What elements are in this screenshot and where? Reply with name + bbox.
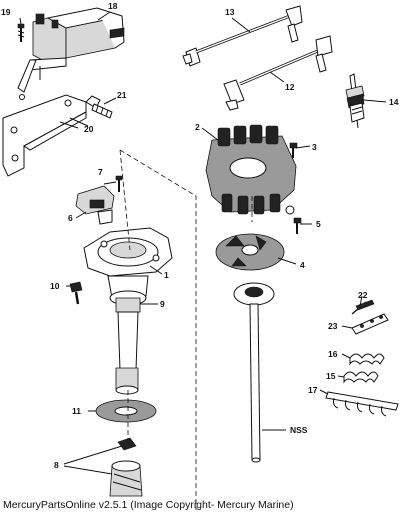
callout-5: 5 <box>316 219 321 229</box>
callout-13: 13 <box>225 7 235 17</box>
distributor-cap-part-2[interactable] <box>205 124 297 215</box>
callout-4: 4 <box>300 260 305 270</box>
spark-plug-part-14[interactable] <box>345 73 365 129</box>
callout-nss: NSS <box>290 425 308 435</box>
clip-part-15[interactable] <box>343 371 379 384</box>
mounting-bracket-part-20[interactable] <box>2 94 87 177</box>
spark-plug-wire-part-13[interactable] <box>182 5 303 67</box>
rotor-part-4[interactable] <box>215 233 285 271</box>
callout-14: 14 <box>389 97 399 107</box>
bolt-part-10[interactable] <box>69 281 83 305</box>
drive-gear-part-8[interactable] <box>109 437 143 497</box>
callout-17: 17 <box>308 385 318 395</box>
screw-part-5[interactable] <box>293 217 302 234</box>
spark-plug-wire-part-12[interactable] <box>223 35 333 111</box>
copyright-footer: MercuryPartsOnline v2.5.1 (Image Copyrig… <box>3 499 294 511</box>
callout-21: 21 <box>117 90 127 100</box>
callout-10: 10 <box>50 281 60 291</box>
callout-1: 1 <box>164 270 169 280</box>
callout-22: 22 <box>358 290 368 300</box>
callout-19: 19 <box>1 7 11 17</box>
callout-15: 15 <box>326 371 336 381</box>
screw-part-3[interactable] <box>289 142 298 158</box>
callout-18: 18 <box>108 1 118 11</box>
callout-8: 8 <box>54 460 59 470</box>
callout-7: 7 <box>98 167 103 177</box>
callout-20: 20 <box>84 124 94 134</box>
screw-part-7[interactable] <box>115 175 123 192</box>
callout-6: 6 <box>68 213 73 223</box>
leader-lines <box>19 11 387 475</box>
tool-part-22[interactable] <box>351 299 375 315</box>
washer-part-11[interactable] <box>95 399 157 423</box>
callout-11: 11 <box>72 406 81 416</box>
callout-16: 16 <box>328 349 338 359</box>
shaft-housing-part-9[interactable] <box>115 297 141 395</box>
callout-2: 2 <box>195 122 200 132</box>
pickup-module-part-6[interactable] <box>75 185 115 225</box>
clip-part-16[interactable] <box>349 353 385 366</box>
callout-labels: 18 19 21 20 13 12 14 2 3 7 6 5 4 1 10 22… <box>1 1 399 470</box>
screw-part-19[interactable] <box>17 23 25 42</box>
callout-9: 9 <box>160 299 165 309</box>
clip-part-23[interactable] <box>351 313 389 335</box>
callout-3: 3 <box>312 142 317 152</box>
ignition-coil-part-18[interactable] <box>17 7 125 100</box>
distributor-housing-part-1[interactable] <box>83 227 173 306</box>
assembly-line-housing <box>119 149 131 251</box>
assembly-line-axis <box>119 149 197 510</box>
wire-retainer-part-17[interactable] <box>325 391 399 417</box>
callout-12: 12 <box>285 82 295 92</box>
callout-23: 23 <box>328 321 338 331</box>
bolt-part-21[interactable] <box>85 95 113 119</box>
shaft-part-nss[interactable] <box>233 282 275 463</box>
